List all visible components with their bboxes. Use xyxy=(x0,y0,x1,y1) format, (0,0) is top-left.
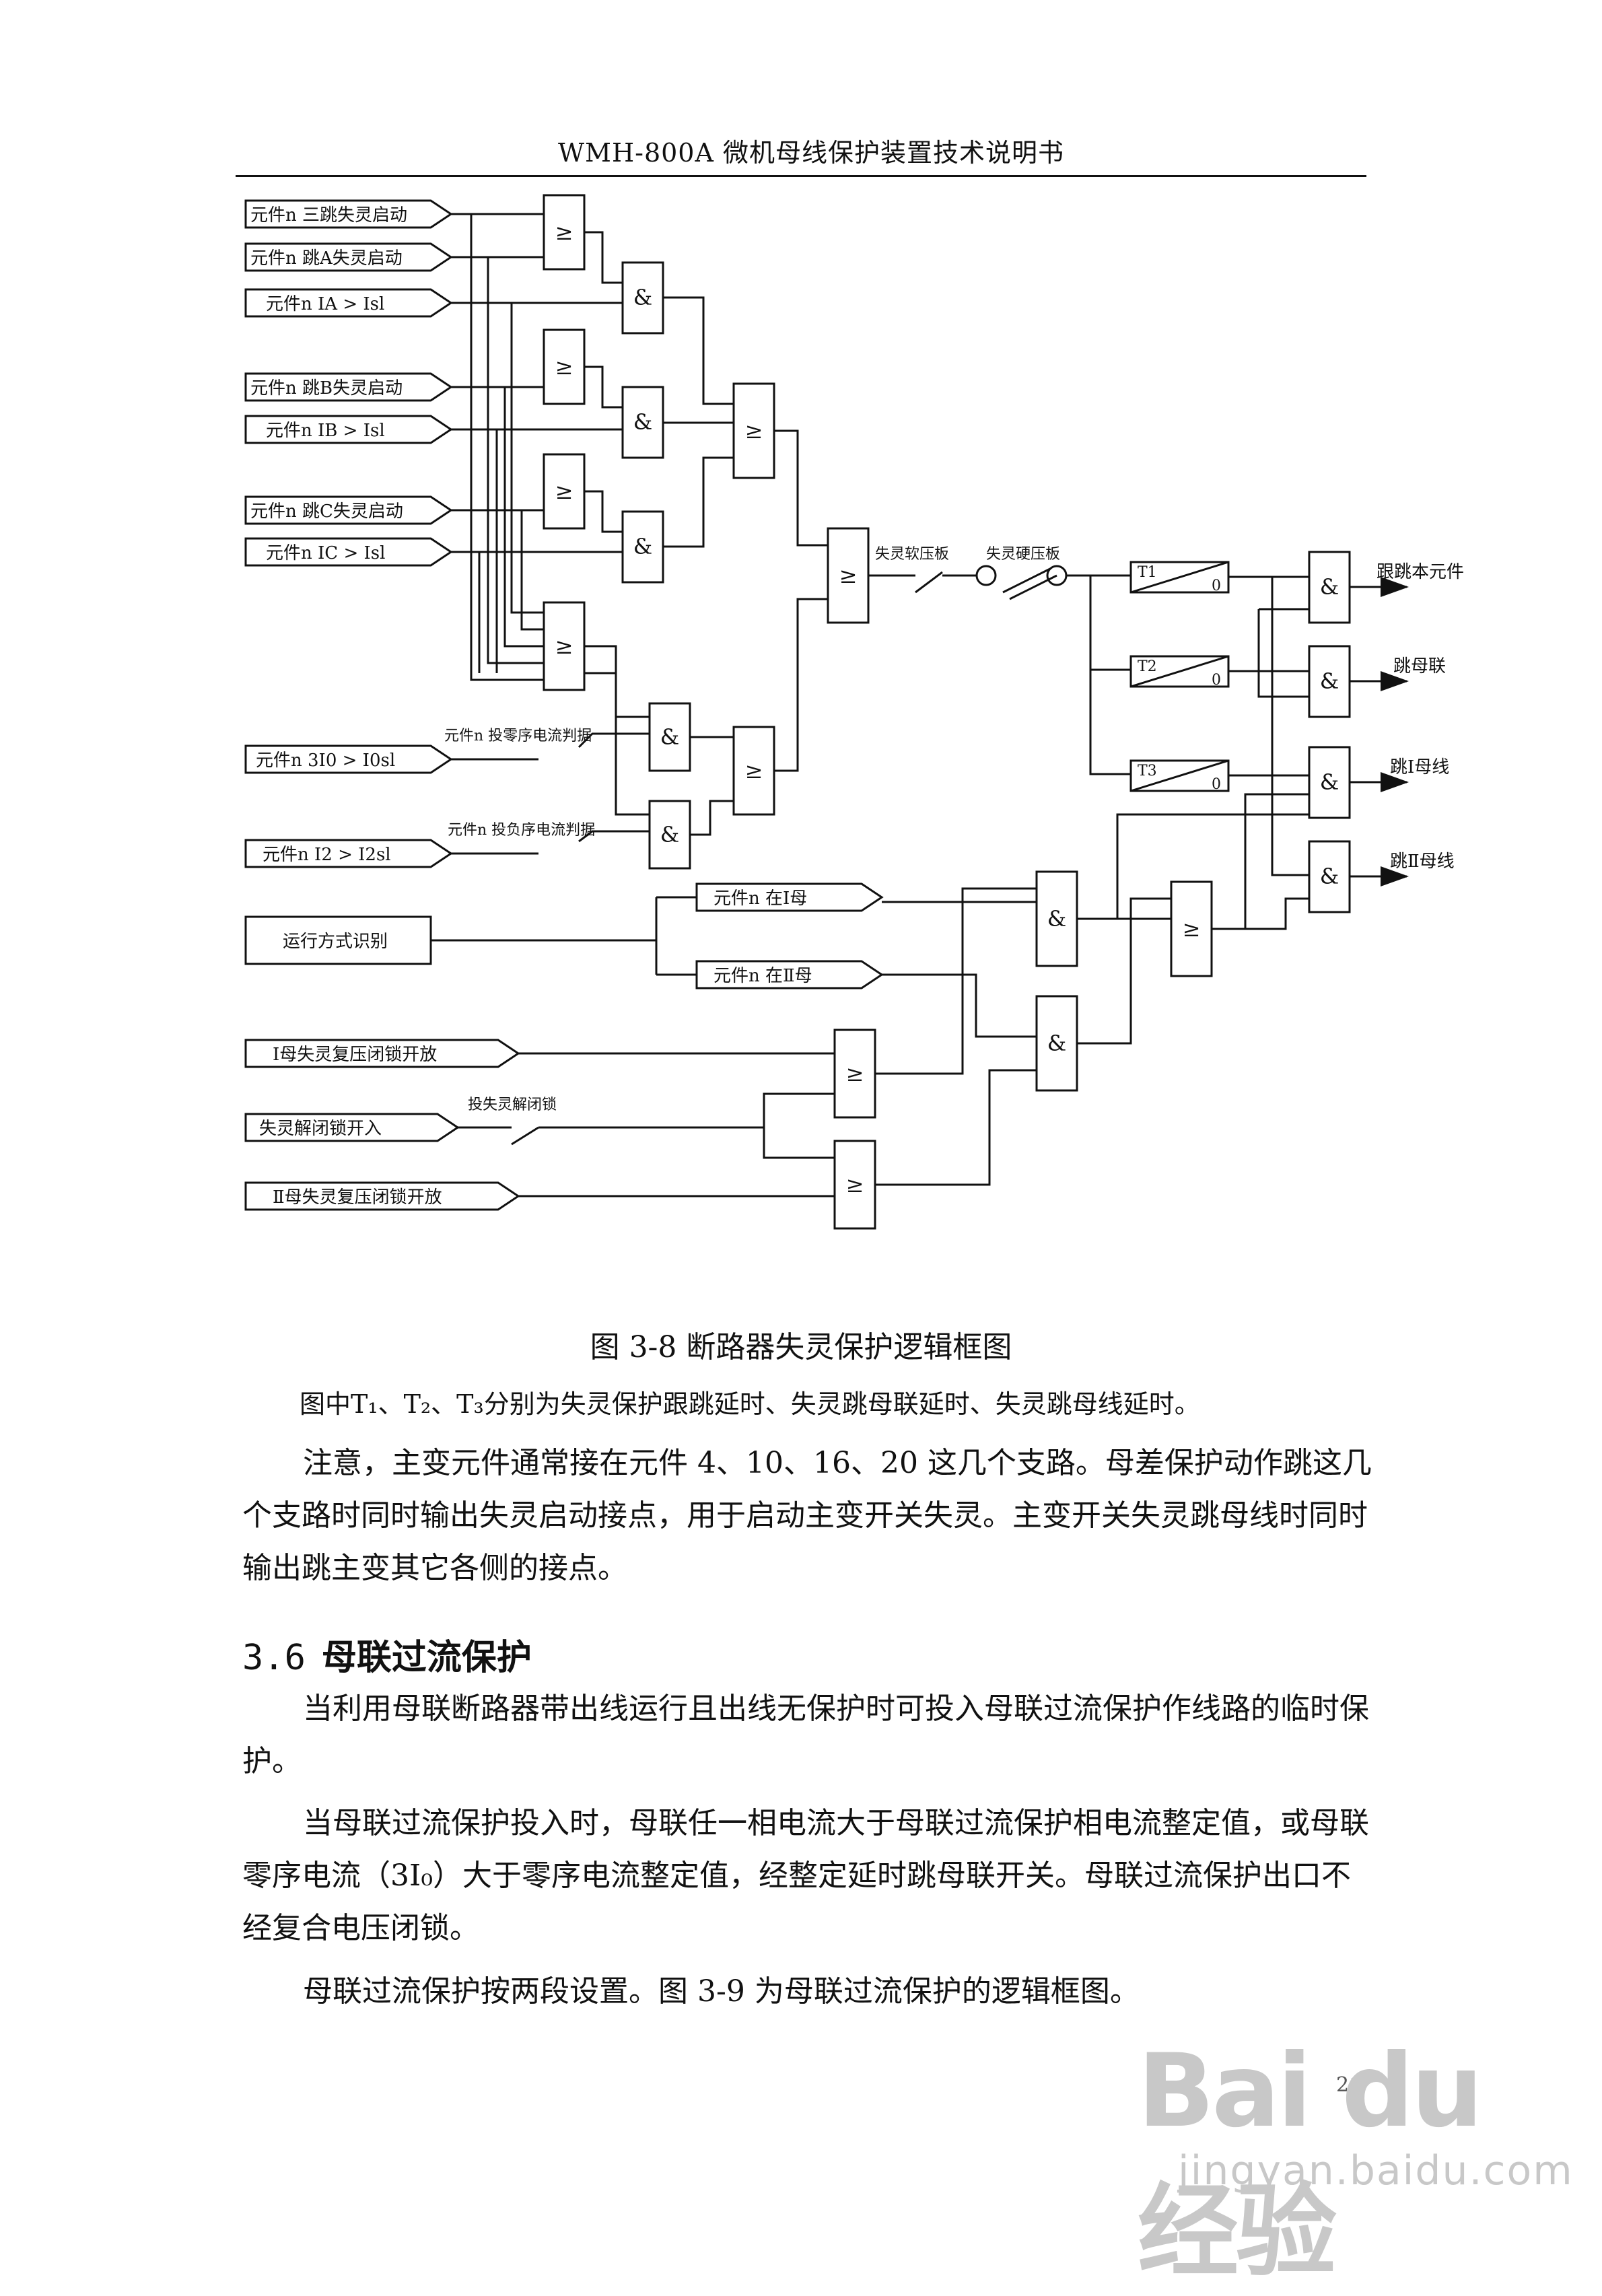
and-gate-symbol: & xyxy=(633,534,652,559)
or-gate-symbol: ≥ xyxy=(839,563,858,588)
input-label: 元件n 跳B失灵启动 xyxy=(250,378,403,398)
input-label: Ⅱ母失灵复压闭锁开放 xyxy=(273,1187,442,1208)
input-label: 元件n I2 > I2sl xyxy=(263,845,391,865)
output-label: 跟跳本元件 xyxy=(1377,562,1464,582)
paragraph-1: 注意，主变元件通常接在元件 4、10、16、20 这几个支路。母差保护动作跳这几… xyxy=(242,1446,1372,1585)
input-label: 元件n 3I0 > I0sl xyxy=(256,751,395,771)
switch-label: 失灵软压板 xyxy=(875,546,949,563)
timer-zero: 0 xyxy=(1212,776,1221,793)
paragraph-2: 当利用母联断路器带出线运行且出线无保护时可投入母联过流保护作线路的临时保护。 xyxy=(242,1692,1369,1778)
switch-label: 元件n 投零序电流判据 xyxy=(444,728,592,744)
timer-label: T3 xyxy=(1138,763,1157,779)
figure-note: 图中T₁、T₂、T₃分别为失灵保护跟跳延时、失灵跳母联延时、失灵跳母线延时。 xyxy=(300,1389,1200,1419)
and-gate-symbol: & xyxy=(1320,668,1339,694)
header-rule xyxy=(236,175,1366,177)
and-gate-symbol: & xyxy=(633,409,652,435)
breaker-failure-logic-diagram: 元件n 三跳失灵启动 元件n 跳A失灵启动 元件n IA > Isl 元件n 跳… xyxy=(244,194,1464,1230)
input-shapes xyxy=(244,199,884,1211)
and-gate-symbol: & xyxy=(1047,1031,1066,1056)
input-label: 元件n IC > Isl xyxy=(266,543,385,563)
and-gate-symbol: & xyxy=(660,724,679,750)
page-header-title: WMH-800A 微机母线保护装置技术说明书 xyxy=(558,138,1064,168)
switch-label: 投失灵解闭锁 xyxy=(468,1097,557,1113)
page-number: 21 xyxy=(1336,2073,1362,2097)
switch-label: 元件n 投负序电流判据 xyxy=(448,822,595,839)
and-gate-symbol: & xyxy=(1320,769,1339,795)
and-gate-symbol: & xyxy=(660,822,679,847)
or-gate-symbol: ≥ xyxy=(745,758,763,784)
input-label: 元件n 三跳失灵启动 xyxy=(250,205,407,225)
input-label: 元件n 在Ⅱ母 xyxy=(713,966,812,986)
input-label: 元件n 跳A失灵启动 xyxy=(250,248,403,269)
timer-label: T1 xyxy=(1138,564,1157,581)
input-label: 元件n 跳C失灵启动 xyxy=(250,501,403,522)
input-label: 元件n 在Ⅰ母 xyxy=(713,889,807,909)
or-gate-symbol: ≥ xyxy=(745,418,763,444)
timer-zero: 0 xyxy=(1212,578,1221,594)
timer-label: T2 xyxy=(1138,658,1157,675)
switch-label: 失灵硬压板 xyxy=(986,546,1060,563)
and-gate-symbol: & xyxy=(1320,574,1339,600)
or-gate-symbol: ≥ xyxy=(1183,916,1201,942)
or-gate-symbol: ≥ xyxy=(555,479,573,504)
or-gate-symbol: ≥ xyxy=(846,1172,864,1197)
and-gate-symbol: & xyxy=(633,285,652,310)
watermark-url: jingyan.baidu.com xyxy=(1178,2147,1574,2194)
output-label: 跳Ⅰ母线 xyxy=(1390,757,1449,777)
input-label: 元件n IB > Isl xyxy=(266,421,385,441)
and-gate-symbol: & xyxy=(1047,906,1066,932)
input-label: Ⅰ母失灵复压闭锁开放 xyxy=(273,1045,437,1065)
or-gate-symbol: ≥ xyxy=(846,1061,864,1086)
figure-caption: 图 3-8 断路器失灵保护逻辑框图 xyxy=(590,1330,1012,1364)
paragraph-3: 当母联过流保护投入时，母联任一相电流大于母联过流保护相电流整定值，或母联零序电流… xyxy=(242,1806,1369,1945)
output-label: 跳Ⅱ母线 xyxy=(1390,851,1455,872)
or-gate-symbol: ≥ xyxy=(555,633,573,659)
timer-zero: 0 xyxy=(1212,672,1221,689)
input-label: 失灵解闭锁开入 xyxy=(259,1119,382,1139)
output-label: 跳母联 xyxy=(1393,656,1446,676)
or-gate-symbol: ≥ xyxy=(555,219,573,245)
paragraph-4: 母联过流保护按两段设置。图 3-9 为母联过流保护的逻辑框图。 xyxy=(303,1974,1140,2009)
or-gate-symbol: ≥ xyxy=(555,354,573,380)
input-label: 运行方式识别 xyxy=(283,932,388,952)
wires xyxy=(431,213,1409,1197)
input-label: 元件n IA > Isl xyxy=(266,294,384,314)
and-gate-symbol: & xyxy=(1320,864,1339,889)
baidu-watermark: Bai du 经验 jingyan.baidu.com xyxy=(1138,2033,1602,2296)
